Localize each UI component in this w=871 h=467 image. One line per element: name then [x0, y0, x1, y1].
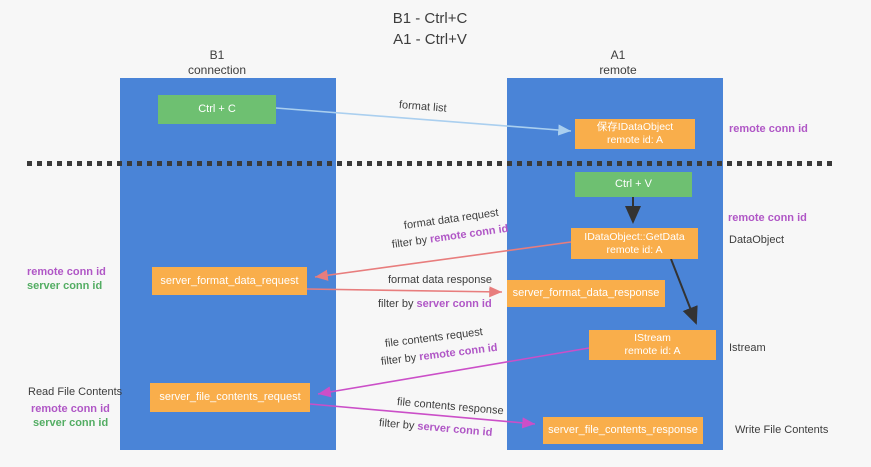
lane-b1-name: B1 — [209, 48, 225, 62]
label-server-conn-id-hl-2: server conn id — [416, 420, 493, 439]
side-label-dataobject: DataObject — [729, 234, 785, 246]
label-filter-prefix-3: filter by — [380, 351, 420, 368]
side-label-left-server-conn-id-1: server conn id — [27, 280, 103, 292]
node-server-file-contents-response: server_file_contents_response — [543, 417, 703, 444]
node-idataobject-getdata: IDataObject::GetData remote id: A — [571, 228, 698, 259]
node-save-idataobject-line2: remote id: A — [606, 134, 664, 146]
side-label-read-file-contents: Read File Contents — [28, 386, 123, 398]
title-line-1: B1 - Ctrl+C — [392, 10, 468, 27]
lane-a1-subtitle: remote — [599, 63, 637, 77]
lane-a1-name: A1 — [610, 48, 626, 62]
label-format-list: format list — [398, 99, 448, 115]
node-server-format-data-request: server_format_data_request — [152, 267, 307, 295]
side-label-write-file-contents: Write File Contents — [735, 424, 829, 436]
side-label-left-remote-conn-id-2: remote conn id — [31, 403, 110, 415]
node-istream-line1: IStream — [634, 332, 671, 344]
node-server-file-contents-response-label: server_file_contents_response — [548, 424, 698, 436]
node-server-format-data-request-label: server_format_data_request — [160, 274, 299, 287]
arrow-format-data-response — [306, 286, 503, 298]
label-file-contents-response-filter: filter by server conn id — [378, 417, 492, 439]
title-line-2: A1 - Ctrl+V — [393, 31, 467, 48]
lane-header-b1: B1 connection — [157, 48, 277, 78]
node-getdata-line2: remote id: A — [606, 243, 663, 256]
label-format-data-response-filter: filter by server conn id — [378, 298, 492, 310]
node-server-file-contents-request-label: server_file_contents_request — [159, 391, 301, 403]
node-istream-line2: remote id: A — [624, 345, 681, 357]
label-server-conn-id-hl-1: server conn id — [416, 298, 492, 310]
node-save-idataobject-line1: 保存IDataObject — [596, 121, 674, 133]
label-format-data-response: format data response — [388, 274, 492, 286]
label-filter-prefix-2: filter by — [378, 298, 417, 310]
side-label-istream: Istream — [729, 342, 766, 354]
lane-b1-subtitle: connection — [187, 63, 247, 77]
lane-header-a1: A1 remote — [558, 48, 678, 78]
label-remote-conn-id-hl-2: remote conn id — [418, 341, 499, 364]
side-label-left-server-conn-id-2: server conn id — [33, 417, 109, 429]
label-filter-prefix-1: filter by — [391, 233, 431, 251]
side-label-remote-conn-id-top: remote conn id — [729, 123, 808, 135]
diagram-title: B1 - Ctrl+C A1 - Ctrl+V — [340, 8, 520, 50]
node-server-file-contents-request: server_file_contents_request — [150, 383, 310, 412]
side-label-remote-conn-id-ctrlv: remote conn id — [728, 212, 807, 224]
node-getdata-line1: IDataObject::GetData — [584, 230, 685, 243]
side-label-left-remote-conn-id-1: remote conn id — [27, 266, 106, 278]
node-ctrl-v-label: Ctrl + V — [615, 178, 652, 190]
node-istream: IStream remote id: A — [589, 330, 716, 360]
label-filter-prefix-4: filter by — [378, 417, 418, 433]
node-save-idataobject: 保存IDataObject remote id: A — [575, 119, 695, 149]
label-file-contents-response: file contents response — [396, 396, 505, 418]
session-separator-dashed-line — [27, 161, 832, 166]
node-ctrl-c-label: Ctrl + C — [198, 103, 236, 115]
node-server-format-data-response-label: server_format_data_response — [512, 287, 660, 299]
node-ctrl-c: Ctrl + C — [158, 95, 276, 124]
node-server-format-data-response: server_format_data_response — [507, 280, 665, 307]
node-ctrl-v: Ctrl + V — [575, 172, 692, 197]
